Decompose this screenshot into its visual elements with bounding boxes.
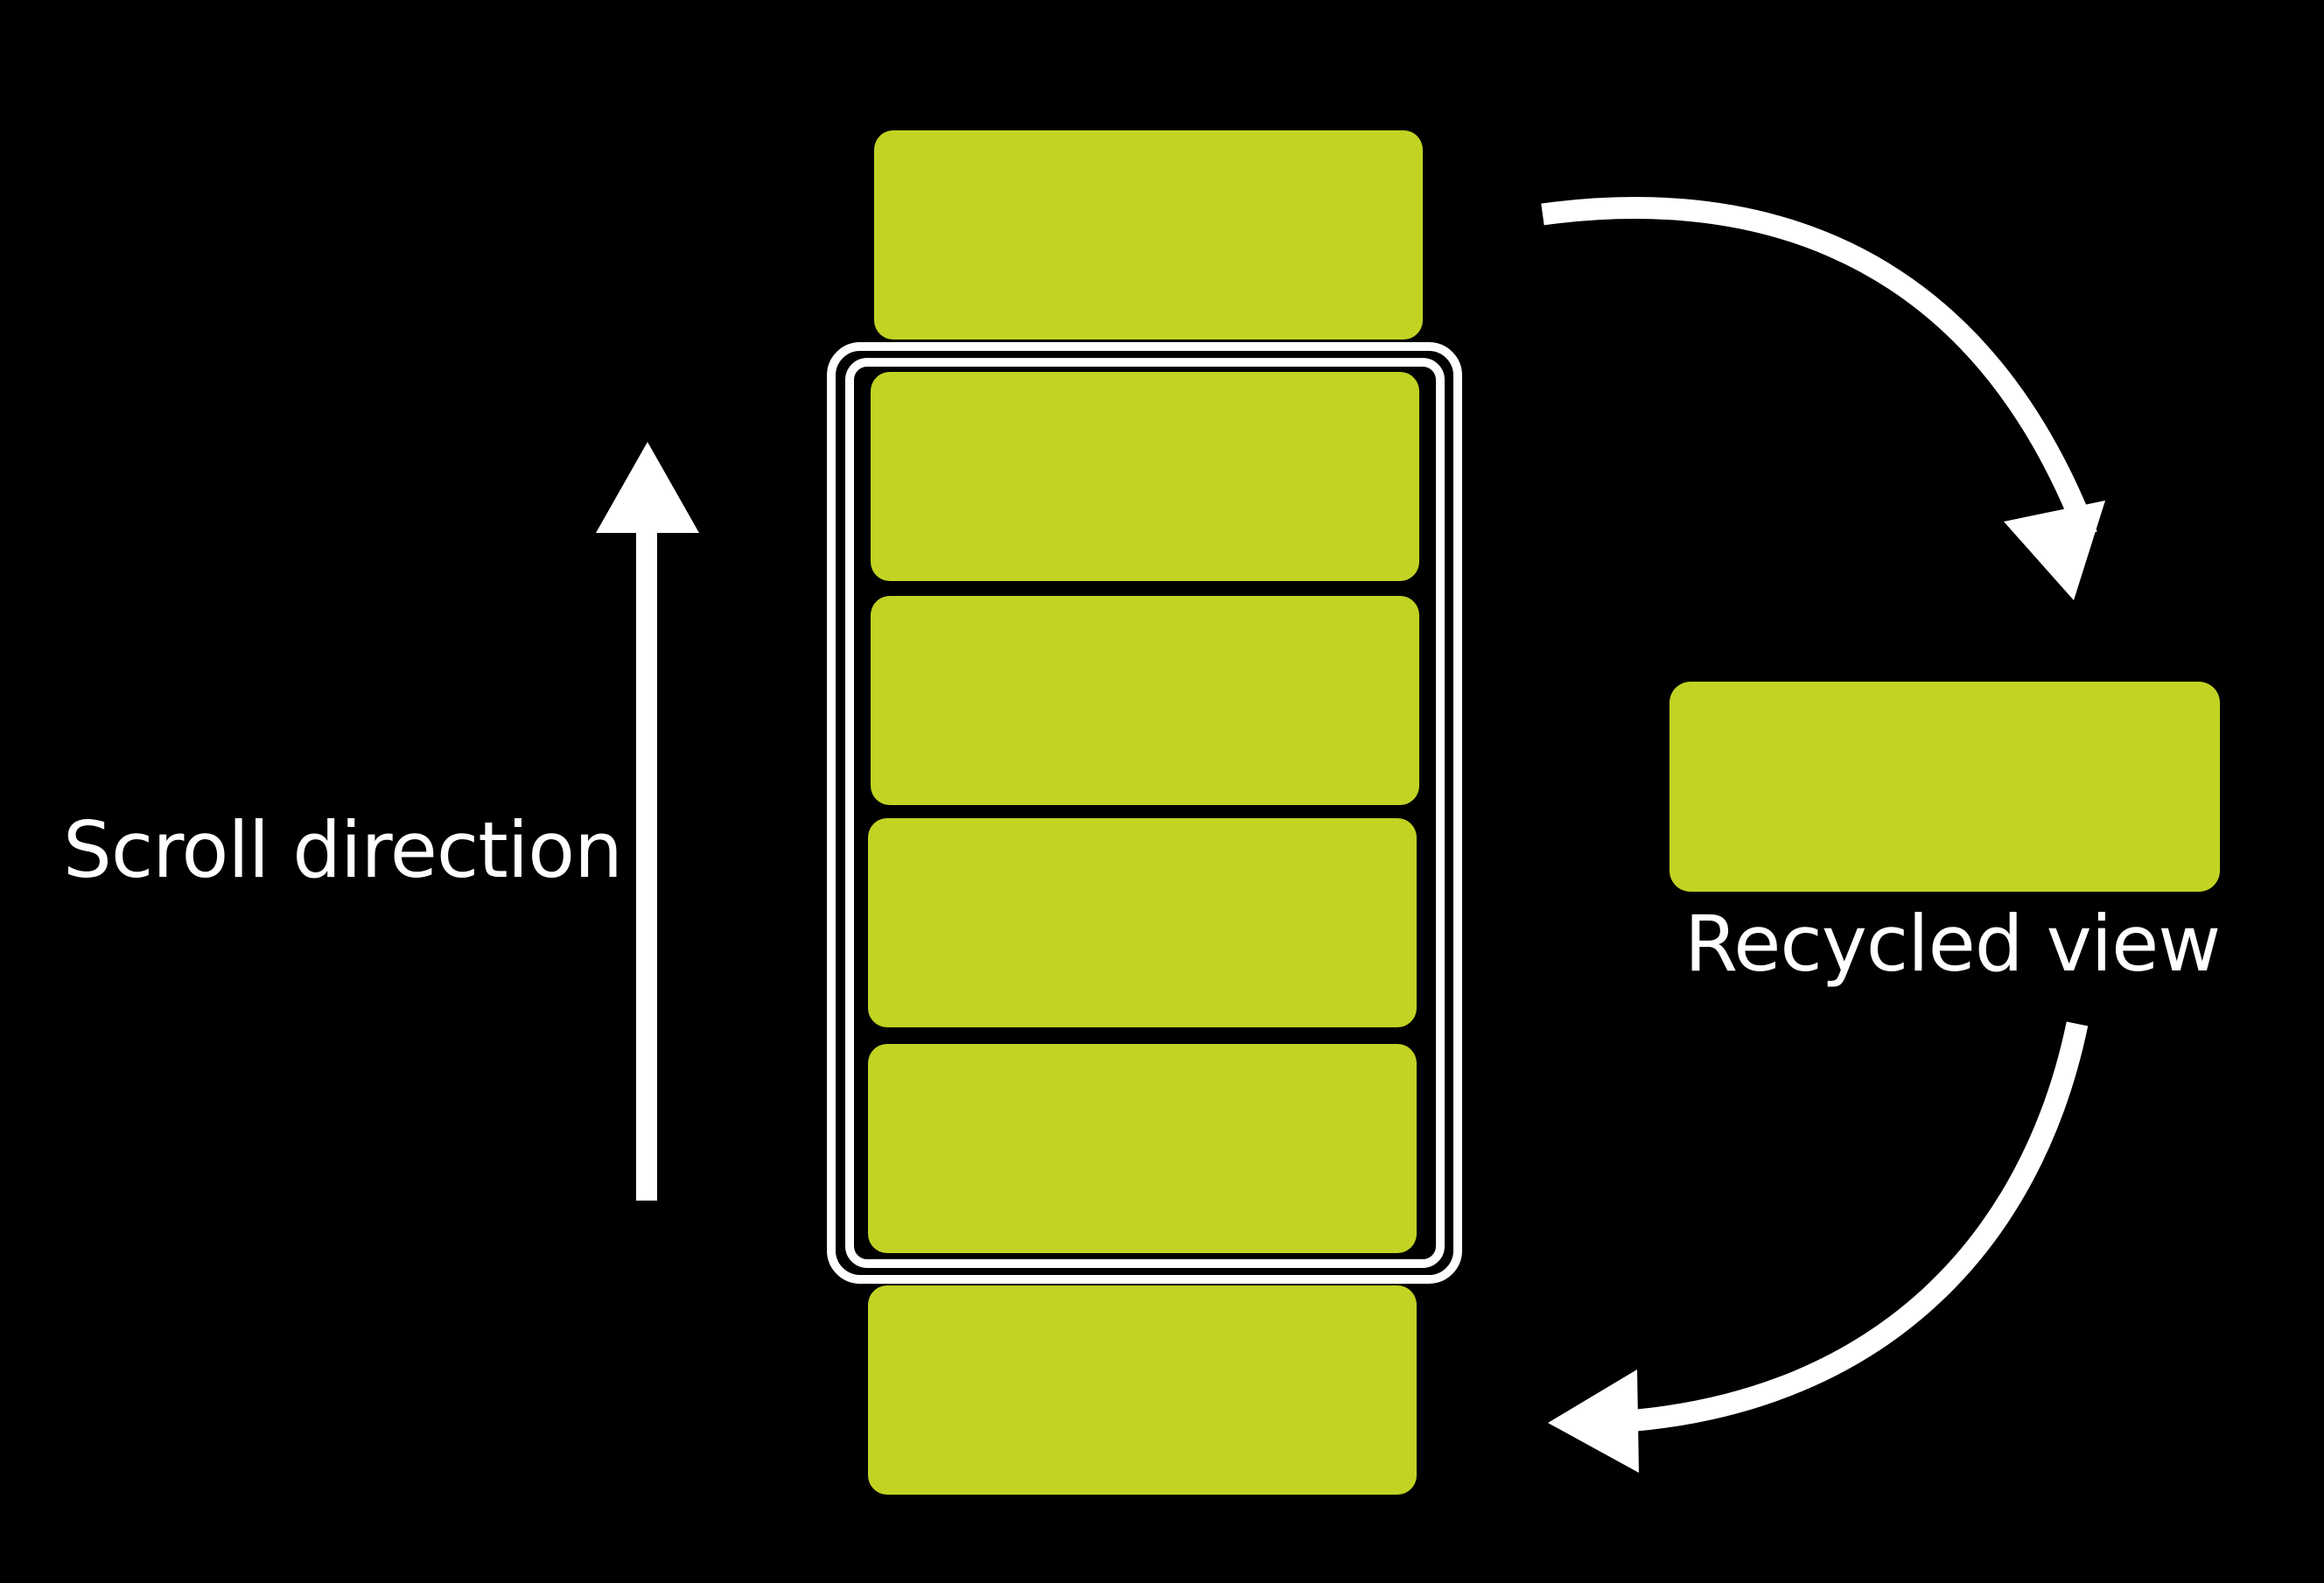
recycled-view-label: Recycled view (1684, 899, 2221, 989)
list-cell-visible-1 (871, 372, 1419, 581)
viewport-frame-inner (845, 358, 1445, 1268)
list-cell-visible-3 (868, 818, 1417, 1027)
list-cell-visible-4 (868, 1044, 1417, 1253)
list-cell-offscreen-bottom (868, 1285, 1417, 1495)
list-cell-visible-2 (871, 596, 1419, 805)
recycled-view-cell (1670, 682, 2220, 892)
scroll-direction-label: Scroll direction (63, 805, 623, 895)
scroll-up-arrow-icon (596, 442, 699, 1201)
viewport-frame-outer (827, 342, 1462, 1284)
curved-arrow-to-recycled-icon (1541, 197, 2105, 600)
list-cell-offscreen-top (874, 130, 1423, 340)
curved-arrow-to-bottom-icon (1548, 1021, 2089, 1473)
